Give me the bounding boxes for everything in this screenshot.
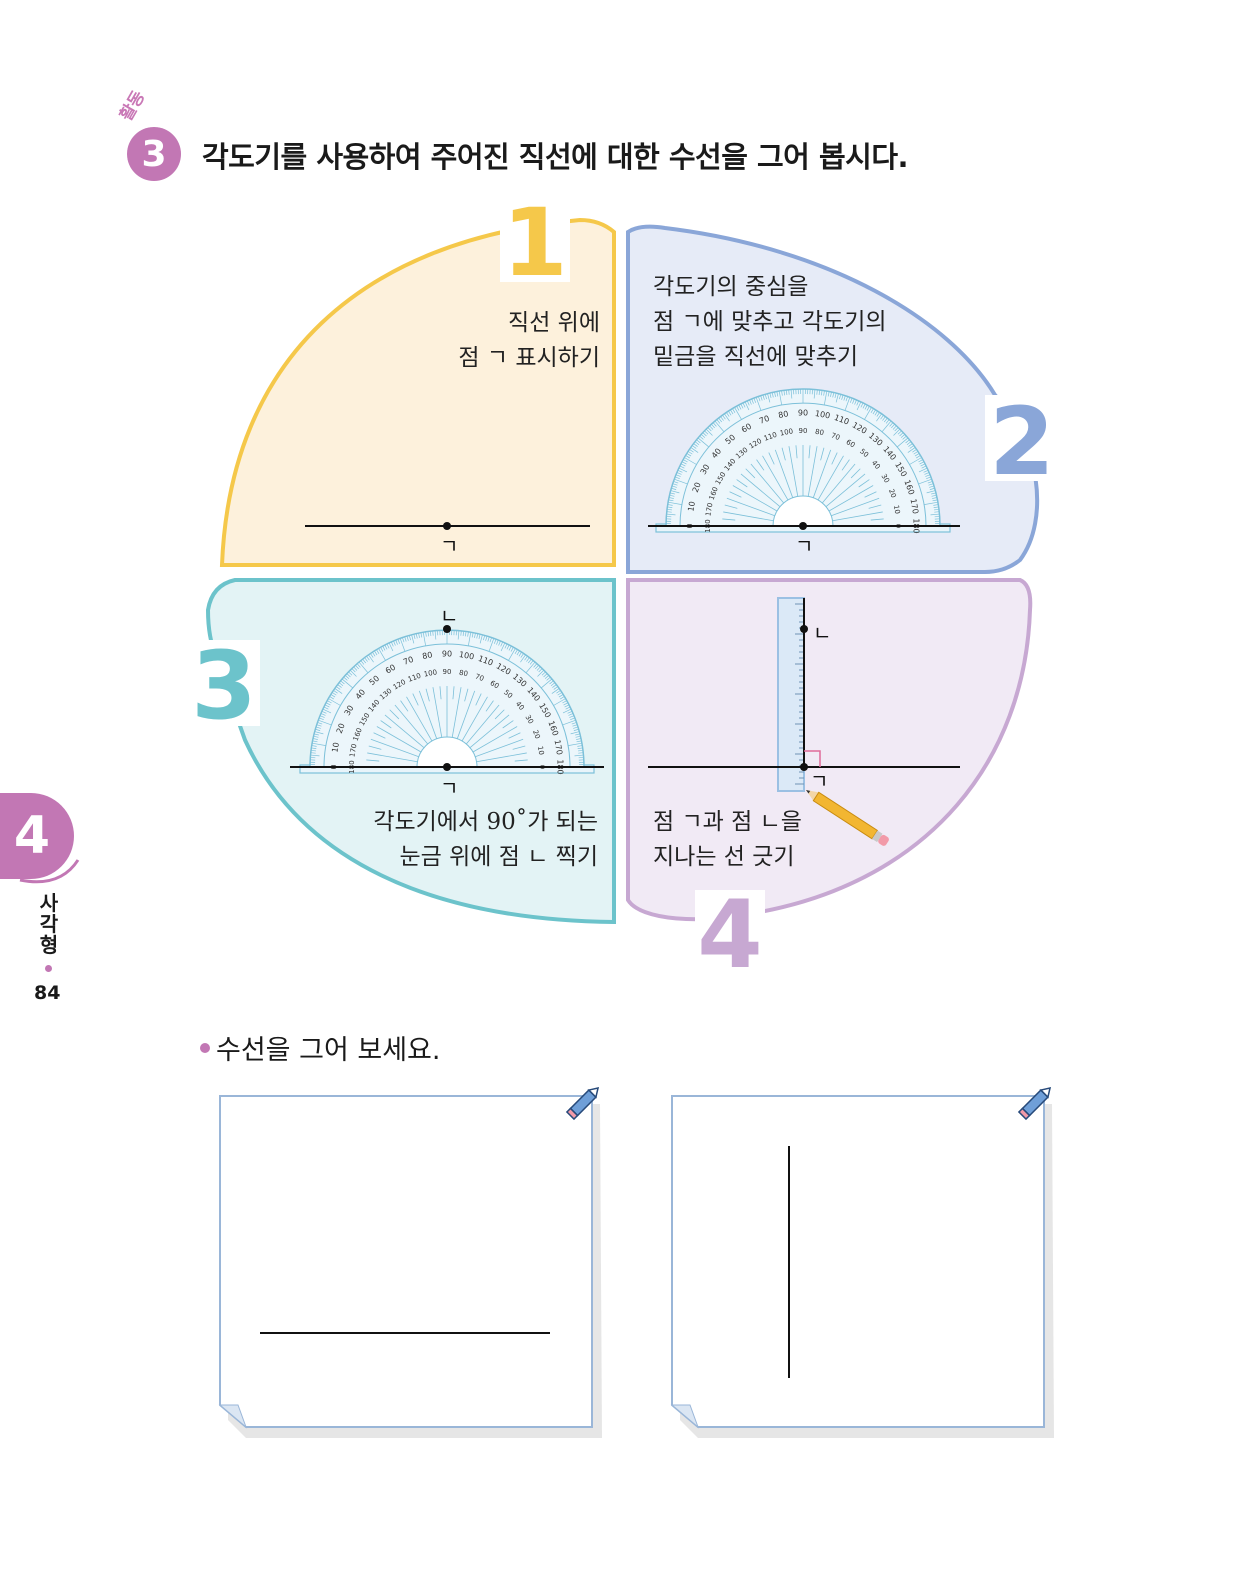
- svg-text:30: 30: [524, 714, 535, 726]
- svg-text:170: 170: [704, 502, 714, 517]
- svg-text:10: 10: [536, 745, 545, 755]
- svg-text:80: 80: [814, 428, 824, 437]
- svg-text:70: 70: [402, 655, 415, 667]
- q1-point-giyeok: [443, 522, 451, 530]
- svg-text:100: 100: [779, 427, 794, 437]
- svg-text:30: 30: [343, 704, 356, 717]
- step-1-number: 1: [502, 189, 567, 298]
- svg-text:60: 60: [740, 422, 753, 435]
- svg-text:70: 70: [830, 431, 841, 442]
- svg-text:50: 50: [858, 447, 870, 459]
- svg-text:70: 70: [758, 414, 771, 426]
- activity-instruction: 각도기를 사용하여 주어진 직선에 대한 수선을 그어 봅시다.: [202, 140, 909, 174]
- step-4-text: 점 ㄱ과 점 ㄴ을 지나는 선 긋기: [653, 809, 802, 870]
- svg-text:170: 170: [553, 739, 565, 756]
- svg-text:30: 30: [880, 473, 891, 485]
- activity-number: 3: [141, 133, 167, 175]
- svg-text:90: 90: [443, 668, 452, 676]
- quadrant-1-panel: [219, 217, 616, 567]
- svg-text:80: 80: [422, 650, 434, 661]
- q3-protractor: 0180101702016030150401405013060120701108…: [299, 629, 595, 775]
- q3-label-nieun: ㄴ: [440, 604, 459, 628]
- svg-text:50: 50: [502, 688, 514, 700]
- quadrant-4-panel: [626, 578, 1033, 922]
- step-1-text: 직선 위에 점 ㄱ 표시하기: [458, 310, 600, 371]
- svg-text:60: 60: [489, 679, 501, 690]
- step-3-text: 각도기에서 90˚가 되는 눈금 위에 점 ㄴ 찍기: [373, 809, 598, 870]
- q4-label-nieun: ㄴ: [813, 621, 832, 645]
- activity-number-badge: 3: [127, 127, 181, 181]
- svg-text:20: 20: [691, 481, 703, 494]
- svg-text:100: 100: [458, 650, 475, 662]
- chapter-title: 사각형: [39, 891, 59, 957]
- q3-point-nieun: [443, 625, 451, 633]
- pencil-icon: [1017, 1086, 1052, 1121]
- q2-protractor: 0180101702016030150401405013060120701108…: [655, 388, 951, 534]
- svg-text:20: 20: [887, 488, 898, 499]
- chapter-number: 4: [13, 806, 51, 866]
- svg-text:80: 80: [778, 409, 790, 420]
- chapter-dot: [45, 965, 52, 972]
- q4-label-giyeok: ㄱ: [810, 769, 829, 793]
- q4-point-giyeok: [800, 763, 808, 771]
- svg-text:20: 20: [335, 722, 347, 735]
- svg-text:40: 40: [514, 700, 526, 712]
- q4-point-nieun: [800, 625, 808, 633]
- task-bullet: [200, 1043, 210, 1053]
- svg-text:100: 100: [423, 668, 438, 678]
- step-2-text: 각도기의 중심을 점 ㄱ에 맞추고 각도기의 밑금을 직선에 맞추기: [653, 274, 887, 370]
- svg-text:80: 80: [458, 669, 468, 678]
- svg-text:90: 90: [798, 409, 808, 418]
- q2-point-giyeok: [799, 522, 807, 530]
- svg-text:90: 90: [799, 427, 808, 435]
- svg-text:40: 40: [870, 459, 882, 471]
- svg-text:10: 10: [330, 742, 341, 754]
- q4-pencil-icon: [806, 790, 889, 846]
- drawing-box-2[interactable]: [670, 1095, 1054, 1438]
- svg-text:10: 10: [892, 504, 901, 514]
- svg-text:60: 60: [384, 663, 397, 676]
- step-2-number: 2: [989, 388, 1054, 497]
- q4-ruler: [777, 597, 805, 792]
- drawing-box-1[interactable]: [218, 1095, 602, 1438]
- svg-text:10: 10: [686, 501, 697, 513]
- svg-text:100: 100: [814, 409, 831, 421]
- q3-label-giyeok: ㄱ: [440, 776, 459, 800]
- task-text: 수선을 그어 보세요.: [216, 1035, 441, 1066]
- svg-text:70: 70: [474, 672, 485, 683]
- svg-text:60: 60: [845, 438, 857, 449]
- svg-text:170: 170: [909, 498, 921, 515]
- q1-label-giyeok: ㄱ: [440, 534, 459, 558]
- page-number: 84: [34, 982, 61, 1004]
- svg-text:170: 170: [348, 743, 358, 758]
- step-4-number: 4: [697, 881, 762, 990]
- step-3-number: 3: [191, 632, 256, 741]
- pencil-icon: [565, 1086, 600, 1121]
- q3-point-giyeok: [443, 763, 451, 771]
- q4-right-angle-mark: [804, 750, 821, 767]
- svg-text:90: 90: [442, 650, 452, 659]
- q2-label-giyeok: ㄱ: [795, 534, 814, 558]
- svg-text:30: 30: [699, 463, 712, 476]
- chapter-number-badge: 4: [0, 793, 74, 879]
- svg-text:20: 20: [531, 729, 542, 740]
